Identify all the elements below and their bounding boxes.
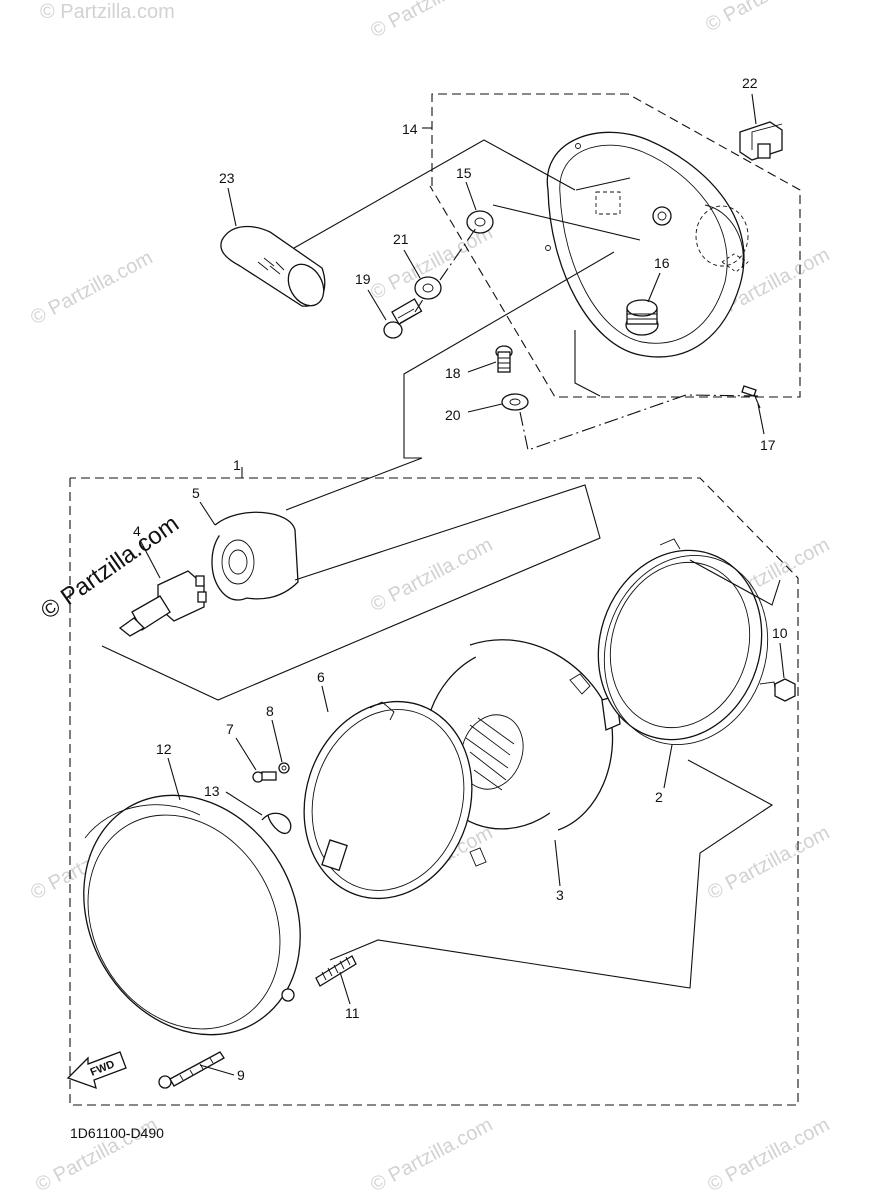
- callout-label: 4: [133, 523, 141, 539]
- screw-9: [158, 1051, 225, 1089]
- callout-label: 17: [760, 437, 776, 453]
- callout-label: 23: [219, 170, 235, 186]
- watermark: © Partzilla.com: [27, 247, 156, 330]
- upper-housing-group: [422, 93, 801, 409]
- routing-line: [403, 251, 615, 459]
- group-boundary-14: [429, 93, 801, 398]
- bulb-4: [118, 570, 207, 637]
- callout-label: 3: [556, 887, 564, 903]
- nut-10: [774, 678, 796, 702]
- assembly-outline: [101, 484, 601, 701]
- spring-13: [261, 812, 292, 835]
- callout-label: 16: [654, 255, 670, 271]
- callout-label: 6: [317, 669, 325, 685]
- sleeve-23: [220, 139, 631, 307]
- bolt-18: [495, 345, 513, 373]
- screw-7: [252, 771, 277, 783]
- callout-label: 19: [355, 271, 371, 287]
- drawing-code: 1D61100-D490: [70, 1125, 164, 1141]
- callout-label: 21: [393, 231, 409, 247]
- watermark: © Partzilla.com: [704, 1114, 833, 1197]
- rim-2: [597, 538, 777, 746]
- callout-label: 20: [445, 407, 461, 423]
- watermark: © Partzilla.com: [702, 0, 831, 36]
- outer-rim-12: [83, 794, 301, 1036]
- watermark: © Partzilla.com: [367, 0, 496, 42]
- collar-21: [414, 276, 442, 300]
- watermark: © Partzilla.com: [40, 1, 175, 23]
- clip-22: [739, 121, 783, 161]
- headlight-housing: [545, 131, 749, 358]
- socket-5: [211, 511, 299, 601]
- callout-label: 1: [233, 457, 241, 473]
- lens-crosshatch: [460, 714, 524, 791]
- callout-labels: 1 2 3 4 5 6 7 8 9 10 11 12 13 14 15 16 1…: [133, 75, 788, 1083]
- watermark: © Partzilla.com: [367, 1114, 496, 1197]
- grommet-15: [466, 210, 494, 234]
- assembly-line-15: [492, 204, 641, 241]
- callout-label: 13: [204, 783, 220, 799]
- callout-label: 14: [402, 121, 418, 137]
- mounting-hardware-lower: [495, 330, 761, 451]
- callout-label: 15: [456, 165, 472, 181]
- watermark: © Partzilla.com: [704, 822, 833, 905]
- callout-label: 12: [156, 741, 172, 757]
- bolt-19: [383, 298, 423, 339]
- callout-label: 18: [445, 365, 461, 381]
- group-boundary-1: [69, 477, 799, 1106]
- headlight-unit-group: [69, 457, 799, 1106]
- callout-label: 9: [237, 1067, 245, 1083]
- grommet-16: [625, 299, 659, 336]
- callout-label: 5: [192, 485, 200, 501]
- watermark: © Partzilla.com: [367, 534, 496, 617]
- callout-label: 2: [655, 789, 663, 805]
- callout-label: 8: [266, 703, 274, 719]
- callout-label: 7: [226, 721, 234, 737]
- fwd-arrow-icon: FWD: [66, 1051, 127, 1090]
- mounting-hardware-upper: [383, 204, 641, 339]
- washer-8: [278, 762, 290, 774]
- spring-11: [315, 955, 357, 987]
- callout-label: 11: [345, 1005, 360, 1021]
- washer-20: [501, 393, 529, 411]
- ring-6: [303, 700, 487, 900]
- callout-label: 22: [742, 75, 758, 91]
- callout-label: 10: [772, 625, 788, 641]
